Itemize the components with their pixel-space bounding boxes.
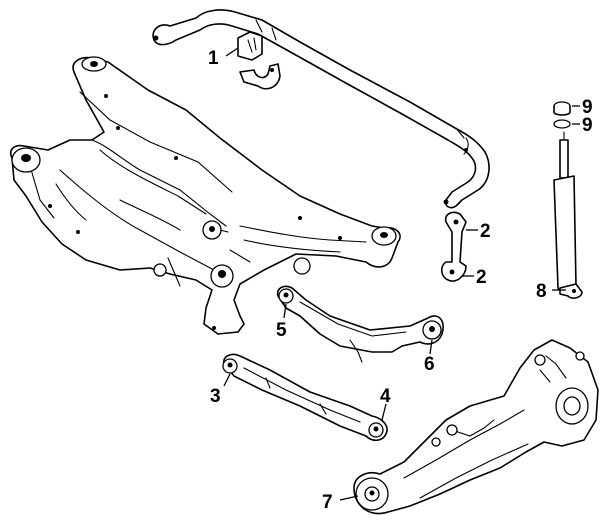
- stabilizer-link: [440, 211, 467, 282]
- stabilizer-bar: [152, 9, 490, 209]
- callout-9-upper: 9: [582, 97, 593, 118]
- callout-3: 3: [210, 386, 221, 407]
- callout-7: 7: [322, 492, 333, 513]
- callout-5: 5: [276, 320, 287, 341]
- stabilizer-bushing: [237, 31, 281, 90]
- callout-2-upper: 2: [480, 221, 491, 242]
- shock-absorber: [553, 101, 583, 299]
- callout-9-lower: 9: [582, 115, 593, 136]
- leader-lines: [223, 47, 580, 501]
- callout-6: 6: [424, 354, 435, 375]
- callout-4: 4: [380, 386, 391, 407]
- subframe-crossmember: [9, 56, 401, 335]
- callout-8: 8: [536, 281, 547, 302]
- callout-2-lower: 2: [476, 267, 487, 288]
- callout-1: 1: [208, 48, 219, 69]
- upper-control-arm: [276, 285, 444, 363]
- lower-lateral-link: [222, 353, 388, 442]
- knuckle-trailing-arm: [353, 339, 599, 515]
